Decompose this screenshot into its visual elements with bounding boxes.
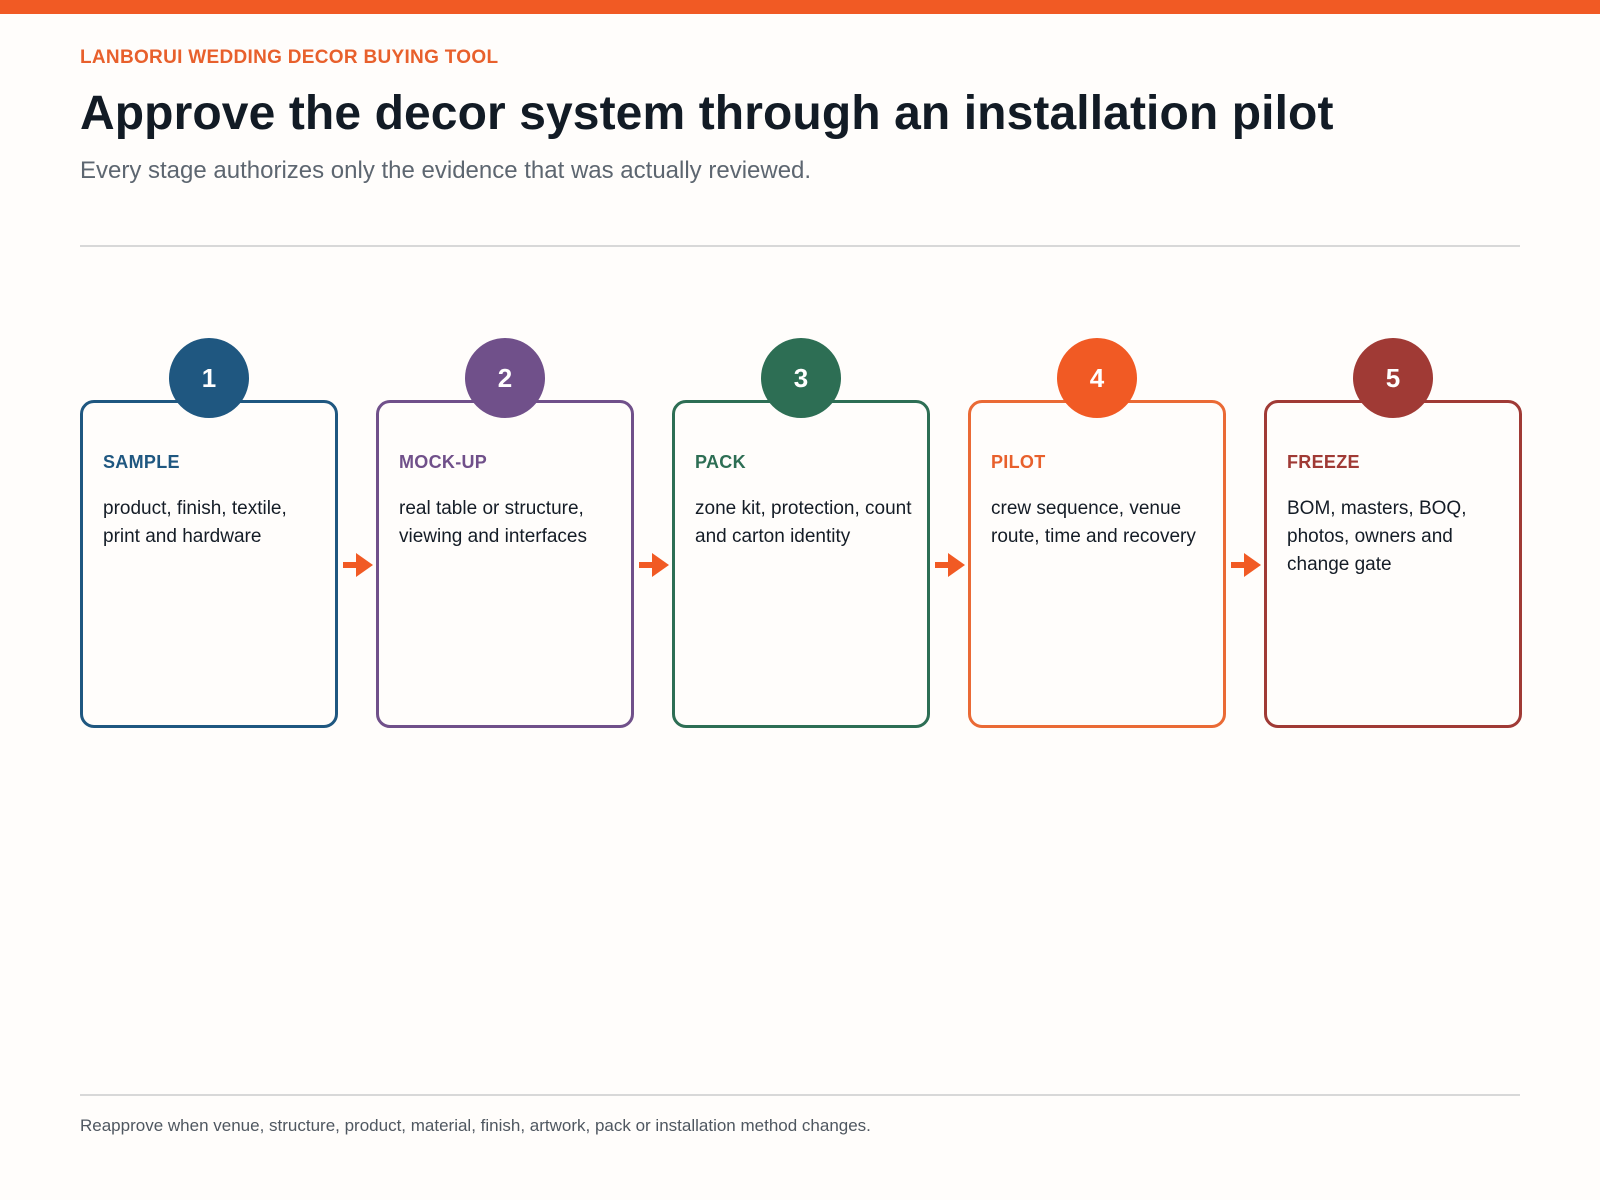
stage-card-pilot: 4 PILOT crew sequence, venue route, time… (968, 338, 1226, 728)
stage-description: crew sequence, venue route, time and rec… (991, 498, 1196, 547)
stage-description: product, finish, textile, print and hard… (103, 498, 287, 547)
page-title: Approve the decor system through an inst… (80, 87, 1334, 140)
stage-card-mockup: 2 MOCK-UP real table or structure, viewi… (376, 338, 634, 728)
stage-card-sample: 1 SAMPLE product, finish, textile, print… (80, 338, 338, 728)
stage-name: PACK (695, 452, 746, 472)
stage-number-badge: 3 (761, 338, 841, 418)
stage-name: SAMPLE (103, 452, 180, 472)
stage-number-badge: 2 (465, 338, 545, 418)
stage-description: zone kit, protection, count and carton i… (695, 498, 912, 547)
arrow-right-icon (935, 553, 965, 577)
arrow-right-icon (639, 553, 669, 577)
page-subtitle: Every stage authorizes only the evidence… (80, 157, 812, 184)
stage-number-badge: 5 (1353, 338, 1433, 418)
stage-description: real table or structure, viewing and int… (399, 498, 587, 547)
footer-note: Reapprove when venue, structure, product… (80, 1116, 871, 1135)
top-accent-bar (0, 0, 1600, 14)
stage-name: MOCK-UP (399, 452, 488, 472)
stage-card-freeze: 5 FREEZE BOM, masters, BOQ, photos, owne… (1264, 338, 1522, 728)
stage-description: BOM, masters, BOQ, photos, owners and ch… (1287, 498, 1467, 575)
arrow-right-icon (343, 553, 373, 577)
stage-number-badge: 4 (1057, 338, 1137, 418)
stage-name: PILOT (991, 452, 1046, 472)
arrow-right-icon (1231, 553, 1261, 577)
stage-number-badge: 1 (169, 338, 249, 418)
stage-name: FREEZE (1287, 452, 1360, 472)
eyebrow-label: LANBORUI WEDDING DECOR BUYING TOOL (80, 47, 499, 68)
stage-card-pack: 3 PACK zone kit, protection, count and c… (672, 338, 930, 728)
header-divider (80, 245, 1520, 247)
footer-divider (80, 1094, 1520, 1096)
